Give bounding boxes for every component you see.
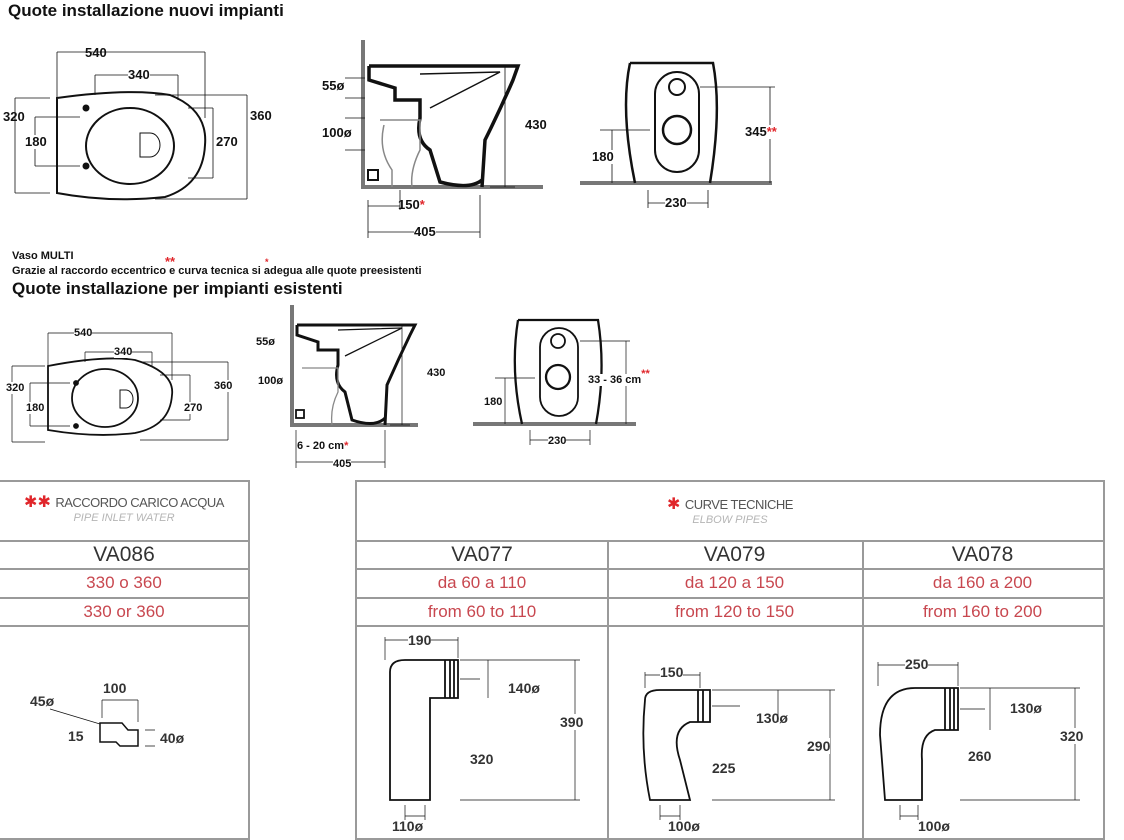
- dim-d-in: 140ø: [508, 680, 540, 696]
- dim-top: 150: [660, 664, 684, 680]
- dim-top: 250: [905, 656, 929, 672]
- dim-top: 190: [408, 632, 432, 648]
- table-subtitle: ELBOW PIPES: [692, 514, 768, 526]
- dim-d-out: 100ø: [668, 818, 700, 834]
- dim-front-width: 230: [548, 435, 567, 447]
- range-it: 330 o 360: [0, 570, 248, 599]
- dim-height-total: 320: [6, 382, 25, 394]
- product-note: Grazie al raccordo eccentrico e curva te…: [12, 265, 422, 277]
- double-asterisk-mark: **: [766, 124, 777, 139]
- dim-d-in: 130ø: [1010, 700, 1042, 716]
- dim-axis: 225: [712, 760, 736, 776]
- dim-width-total: 540: [74, 327, 93, 339]
- range-en: from 160 to 200: [862, 599, 1103, 627]
- dim-front-width: 230: [665, 195, 687, 210]
- range-en: from 120 to 150: [607, 599, 862, 627]
- table-pipe-inlet: ✱✱ RACCORDO CARICO ACQUA PIPE INLET WATE…: [0, 480, 250, 840]
- dim-floor: 180: [484, 396, 503, 408]
- asterisk-mark: *: [419, 197, 425, 212]
- dim-d1: 45ø: [30, 693, 55, 709]
- product-code: VA086: [0, 542, 248, 570]
- dim-d-in: 130ø: [756, 710, 788, 726]
- dim-length: 405: [333, 458, 352, 470]
- dim-height-fix: 180: [26, 402, 45, 414]
- table-subtitle: PIPE INLET WATER: [73, 512, 175, 524]
- section-title-new: Quote installazione nuovi impianti: [8, 1, 284, 20]
- dim-seat: 270: [184, 402, 203, 414]
- dim-len: 100: [103, 680, 127, 696]
- top-view-existing: [11, 332, 229, 443]
- dim-width-fix: 340: [128, 67, 150, 82]
- section-title-existing: Quote installazione per impianti esisten…: [12, 279, 343, 298]
- product-code: VA079: [607, 542, 862, 570]
- dim-height-fix: 180: [25, 134, 47, 149]
- va086-drawing: [49, 699, 155, 747]
- front-view-new: [580, 61, 775, 208]
- dim-depth: 360: [250, 108, 272, 123]
- dim-inlet: 55ø: [256, 336, 275, 348]
- dim-outlet: 100ø: [258, 375, 284, 387]
- double-asterisk-mark: **: [641, 368, 650, 380]
- dim-height: 430: [525, 117, 547, 132]
- front-view-existing: [473, 318, 636, 445]
- double-asterisk-mark: ✱✱: [24, 494, 51, 511]
- dim-length: 405: [414, 224, 436, 239]
- range-en: from 60 to 110: [357, 599, 607, 627]
- range-it: da 120 a 150: [607, 570, 862, 599]
- dim-inlet-height: 345: [745, 124, 767, 139]
- dim-depth: 360: [214, 380, 233, 392]
- range-it: da 60 a 110: [357, 570, 607, 599]
- dim-off: 15: [68, 728, 84, 744]
- product-code: VA078: [862, 542, 1103, 570]
- dim-width-total: 540: [85, 45, 107, 60]
- asterisk-mark: *: [344, 440, 349, 452]
- dim-inlet-height: 33 - 36 cm: [588, 374, 642, 386]
- top-view-new: [14, 51, 248, 201]
- dim-inlet: 55ø: [322, 78, 345, 93]
- dim-floor: 180: [592, 149, 614, 164]
- dim-outlet: 100ø: [322, 125, 352, 140]
- dim-height-total: 320: [3, 109, 25, 124]
- range-en: 330 or 360: [0, 599, 248, 627]
- asterisk-mark: *: [265, 257, 269, 267]
- table-title: RACCORDO CARICO ACQUA: [55, 495, 224, 510]
- table-title: CURVE TECNICHE: [684, 497, 794, 512]
- dim-height: 320: [1060, 728, 1084, 744]
- dim-seat: 270: [216, 134, 238, 149]
- dim-d2: 40ø: [160, 730, 185, 746]
- dim-d-out: 100ø: [918, 818, 950, 834]
- dim-height: 390: [560, 714, 584, 730]
- dim-height: 430: [427, 367, 446, 379]
- dim-axis: 320: [470, 751, 494, 767]
- product-code: VA077: [357, 542, 607, 570]
- dim-offset: 150: [398, 197, 420, 212]
- dim-axis: 260: [968, 748, 992, 764]
- asterisk-mark: ✱: [667, 496, 681, 513]
- dim-offset: 6 - 20 cm: [297, 440, 345, 452]
- dim-d-out: 110ø: [392, 818, 424, 834]
- double-asterisk-mark: **: [165, 254, 176, 269]
- dim-width-fix: 340: [114, 346, 133, 358]
- side-view-new: [345, 40, 543, 238]
- dim-height: 290: [807, 738, 831, 754]
- product-name: Vaso MULTI: [12, 250, 74, 262]
- table-elbow-pipes: ✱ CURVE TECNICHE ELBOW PIPES VA077 VA079…: [355, 480, 1105, 840]
- side-view-existing: [290, 305, 418, 468]
- range-it: da 160 a 200: [862, 570, 1103, 599]
